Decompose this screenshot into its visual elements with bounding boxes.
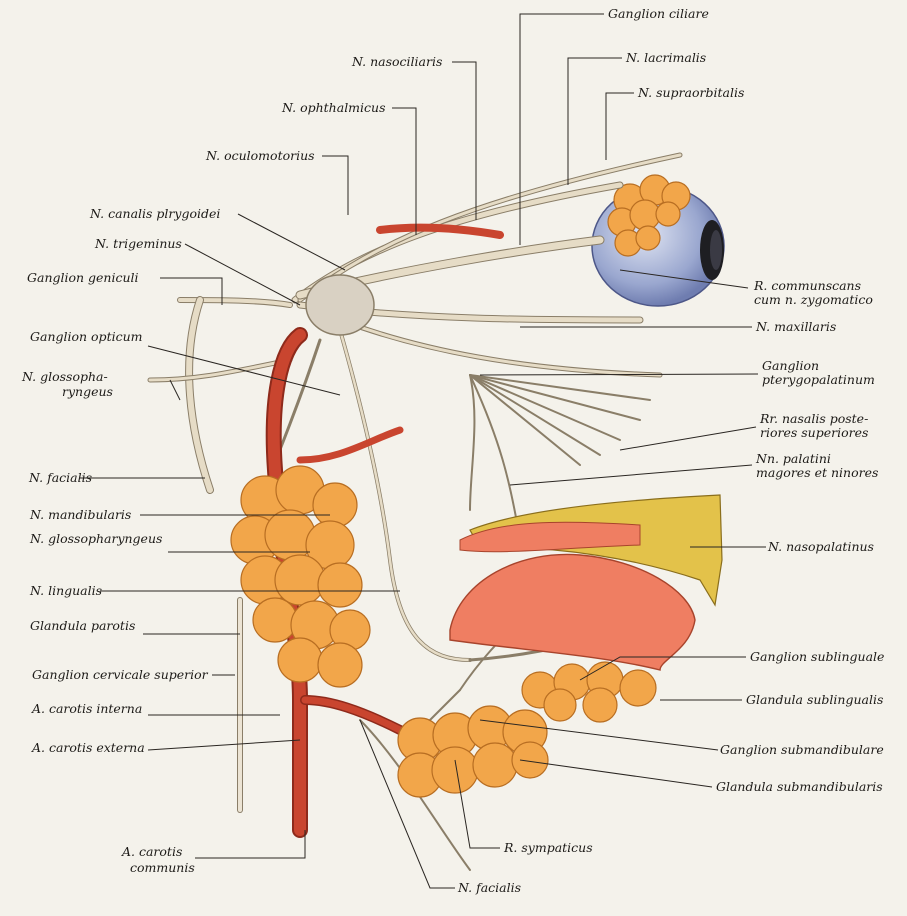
label-ganglion-cervicale: Ganglion cervicale superior <box>32 667 209 682</box>
label-ganglion-opticum: Ganglion opticum <box>30 329 143 344</box>
label-n-supraorbitalis: N. supraorbitalis <box>637 85 744 100</box>
label-rr-nasalis-2: riores superiores <box>760 425 868 440</box>
label-n-lingualis: N. lingualis <box>29 583 102 598</box>
label-ganglion-sublinguale: Ganglion sublinguale <box>750 649 884 664</box>
label-n-lacrimalis: N. lacrimalis <box>625 50 706 65</box>
label-nn-palatini-1: Nn. palatini <box>755 451 831 466</box>
lacrimal-gland <box>607 174 691 257</box>
label-ganglion-geniculi: Ganglion geniculi <box>27 270 139 285</box>
label-n-glosso-2: ryngeus <box>62 384 113 399</box>
label-r-comm-1: R. communscans <box>753 278 861 293</box>
parotid-gland <box>230 465 371 688</box>
label-ggl-ptery-2: pterygopalatinum <box>762 372 875 387</box>
label-n-glossopharyngeus: N. glossopharyngeus <box>29 531 162 546</box>
label-n-trigeminus: N. trigeminus <box>94 236 182 251</box>
label-n-oculomotorius: N. oculomotorius <box>205 148 315 163</box>
label-r-sympaticus: R. sympaticus <box>503 840 593 855</box>
label-rr-nasalis-1: Rr. nasalis poste- <box>759 411 868 426</box>
label-n-facialis: N. facialis <box>28 470 92 485</box>
label-a-carotis-externa: A. carotis externa <box>31 740 145 755</box>
label-n-facialis-bottom: N. facialis <box>457 880 521 895</box>
label-ganglion-submandibulare: Ganglion submandibulare <box>720 742 884 757</box>
tongue <box>449 553 696 671</box>
label-glandula-submandibularis: Glandula submandibularis <box>716 779 883 794</box>
label-n-maxillaris: N. maxillaris <box>755 319 836 334</box>
sublingual-gland <box>521 661 657 723</box>
label-n-nasociliaris: N. nasociliaris <box>351 54 442 69</box>
submandibular-gland <box>397 705 549 798</box>
label-glandula-parotis: Glandula parotis <box>30 618 135 633</box>
label-glandula-sublingualis: Glandula sublingualis <box>746 692 883 707</box>
label-n-glosso-1: N. glossopha- <box>21 369 108 384</box>
label-a-carotis-interna: A. carotis interna <box>31 701 142 716</box>
leader-lines <box>80 13 766 889</box>
label-a-carotis-comm-2: communis <box>130 860 195 875</box>
label-n-ophthalmicus: N. ophthalmicus <box>281 100 386 115</box>
trigeminal-ganglion <box>305 274 375 336</box>
label-n-mandibularis: N. mandibularis <box>29 507 131 522</box>
label-a-carotis-comm-1: A. carotis <box>121 844 182 859</box>
label-n-canalis: N. canalis plrygoidei <box>89 206 220 221</box>
labels: Ganglion ciliare N. nasociliaris N. lacr… <box>21 6 884 895</box>
label-r-comm-2: cum n. zygomatico <box>754 292 873 307</box>
label-n-nasopalatinus: N. nasopalatinus <box>767 539 874 554</box>
label-ganglion-ciliare: Ganglion ciliare <box>608 6 709 21</box>
label-nn-palatini-2: magores et ninores <box>756 465 878 480</box>
palate <box>459 494 723 607</box>
label-ggl-ptery-1: Ganglion <box>762 358 819 373</box>
